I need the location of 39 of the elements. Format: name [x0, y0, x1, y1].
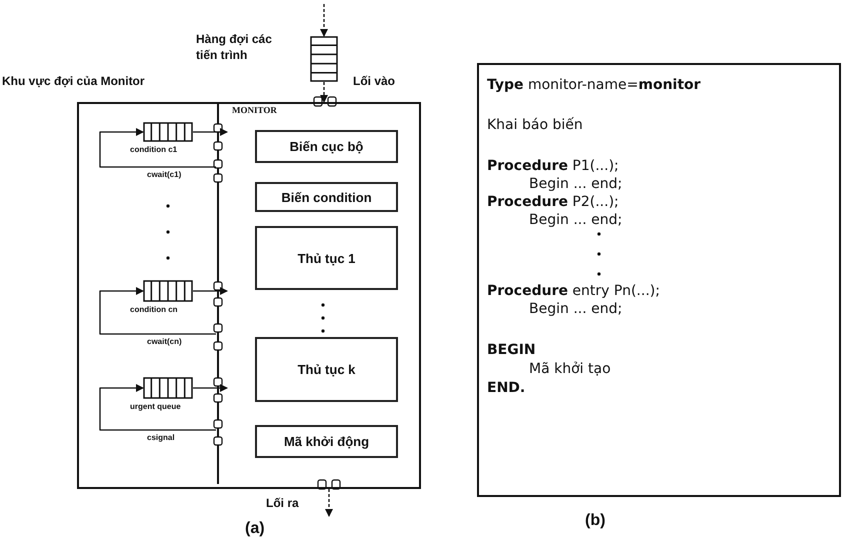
code-line: Procedure P2(...); [487, 194, 619, 211]
edge-label: cwait(c1) [146, 170, 182, 179]
procedure-box: Biến cục bộ [255, 130, 398, 163]
procedure-box: Mã khởi động [255, 425, 398, 458]
code-line: END. [487, 380, 526, 397]
procedure-box: Biến condition [255, 182, 398, 212]
procedure-box: Thủ tục k [255, 337, 398, 402]
edge-label: Lối vào [352, 74, 396, 88]
edge-label: Lối ra [265, 496, 300, 510]
arrow [99, 287, 216, 335]
arrow [325, 489, 333, 517]
monitor-label: MONITOR [232, 105, 277, 115]
code-line: Type monitor-name=monitor [487, 77, 701, 94]
arrow [193, 287, 228, 295]
arrow [320, 4, 328, 37]
code-line: Begin ... end; [529, 212, 622, 229]
code-line: Procedure P1(...); [487, 158, 619, 175]
arrow [99, 128, 216, 168]
queue-label: condition cn [130, 305, 178, 314]
figure-caption: (b) [585, 512, 606, 530]
arrow [193, 384, 228, 392]
arrow [320, 82, 328, 103]
edge-label: csignal [146, 433, 176, 442]
queue-label: urgent queue [130, 402, 181, 411]
code-line: Khai báo biến [487, 117, 583, 134]
code-line: BEGIN [487, 342, 536, 359]
code-panel [477, 63, 841, 497]
code-line: Mã khởi tạo [529, 361, 611, 378]
code-line: Begin ... end; [529, 176, 622, 193]
code-line: Procedure entry Pn(...); [487, 283, 660, 300]
area-title: Khu vực đợi của Monitor [2, 74, 145, 88]
arrow [193, 128, 228, 136]
queue-label: Hàng đợi các tiến trình [196, 31, 273, 63]
code-line: Begin ... end; [529, 301, 622, 318]
edge-label: cwait(cn) [146, 337, 183, 346]
procedure-box: Thủ tục 1 [255, 226, 398, 290]
queue-label: condition c1 [130, 145, 178, 154]
arrow [99, 384, 216, 431]
figure-caption: (a) [245, 520, 265, 538]
